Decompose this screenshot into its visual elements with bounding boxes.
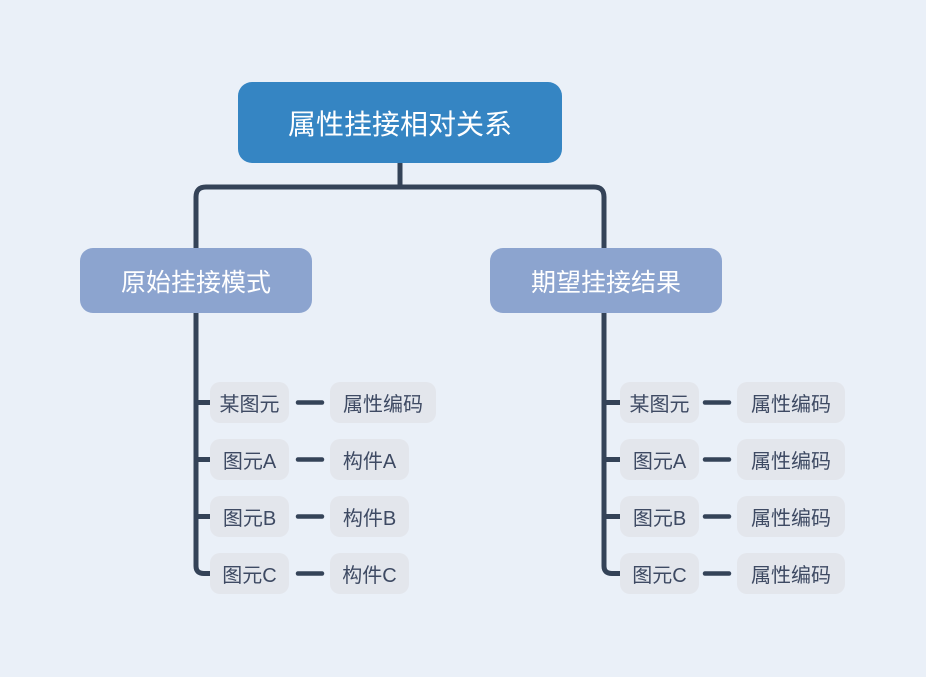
topic-item[interactable]: 某图元 <box>620 382 699 423</box>
topic-target[interactable]: 属性编码 <box>737 553 845 594</box>
topic-target[interactable]: 属性编码 <box>737 382 845 423</box>
topic-item[interactable]: 图元A <box>620 439 699 480</box>
topic-target[interactable]: 构件A <box>330 439 409 480</box>
topic-target[interactable]: 属性编码 <box>330 382 436 423</box>
topic-item[interactable]: 图元B <box>210 496 289 537</box>
topic-target[interactable]: 属性编码 <box>737 496 845 537</box>
topic-item[interactable]: 图元C <box>620 553 699 594</box>
topic-target[interactable]: 构件B <box>330 496 409 537</box>
root-topic[interactable]: 属性挂接相对关系 <box>238 82 562 163</box>
branch-bar-line <box>193 184 607 250</box>
topic-item[interactable]: 图元B <box>620 496 699 537</box>
topic-item[interactable]: 图元C <box>210 553 289 594</box>
branch-topic-original[interactable]: 原始挂接模式 <box>80 248 312 313</box>
topic-target[interactable]: 属性编码 <box>737 439 845 480</box>
topic-item[interactable]: 某图元 <box>210 382 289 423</box>
branch-topic-expected[interactable]: 期望挂接结果 <box>490 248 722 313</box>
right-spine-line <box>601 311 621 576</box>
topic-target[interactable]: 构件C <box>330 553 409 594</box>
topic-item[interactable]: 图元A <box>210 439 289 480</box>
left-spine-line <box>193 311 211 576</box>
